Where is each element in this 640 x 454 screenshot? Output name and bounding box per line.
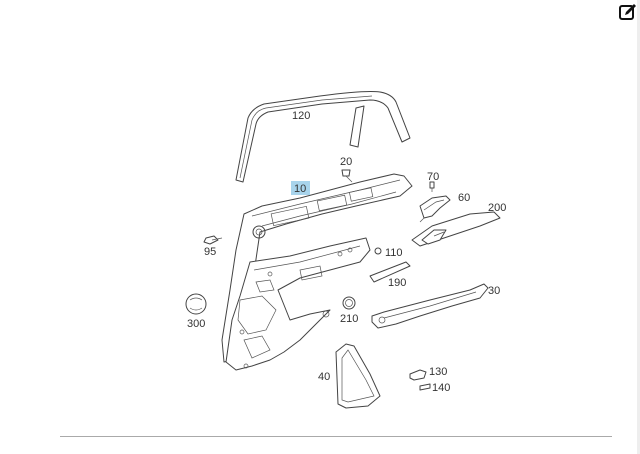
label-190[interactable]: 190 xyxy=(388,277,406,289)
label-95[interactable]: 95 xyxy=(204,246,216,258)
right-edge-border xyxy=(637,0,640,454)
label-30[interactable]: 30 xyxy=(488,285,500,297)
footer-divider xyxy=(60,436,612,437)
label-210[interactable]: 210 xyxy=(340,313,358,325)
label-40[interactable]: 40 xyxy=(318,371,330,383)
part-200-handle-trim[interactable] xyxy=(411,211,501,247)
edit-icon[interactable] xyxy=(618,2,638,22)
label-10[interactable]: 10 xyxy=(294,183,306,195)
part-110-clip[interactable] xyxy=(374,247,382,255)
part-60-handle-bracket[interactable] xyxy=(419,195,451,223)
label-20[interactable]: 20 xyxy=(340,156,352,168)
part-190-trim-strip[interactable] xyxy=(369,261,411,283)
part-140-clip[interactable] xyxy=(419,383,431,391)
part-130-switch[interactable] xyxy=(409,369,427,381)
part-300-sticker[interactable] xyxy=(185,293,207,315)
selected-part-highlight xyxy=(291,181,310,195)
label-130[interactable]: 130 xyxy=(429,366,447,378)
part-20-clip[interactable] xyxy=(341,169,353,183)
part-210-grommet[interactable] xyxy=(342,296,356,310)
label-70[interactable]: 70 xyxy=(427,171,439,183)
part-70-screw[interactable] xyxy=(429,181,435,192)
label-140[interactable]: 140 xyxy=(432,382,450,394)
part-40-cover[interactable] xyxy=(335,343,381,409)
label-300[interactable]: 300 xyxy=(187,318,205,330)
part-120-window-trim[interactable] xyxy=(235,91,411,183)
label-110[interactable]: 110 xyxy=(385,247,403,259)
part-95-screw[interactable] xyxy=(203,235,223,245)
part-30-armrest[interactable] xyxy=(371,283,489,329)
part-10-door-panel[interactable] xyxy=(221,173,413,371)
label-120[interactable]: 120 xyxy=(292,110,310,122)
label-60[interactable]: 60 xyxy=(458,192,470,204)
label-200[interactable]: 200 xyxy=(488,202,506,214)
